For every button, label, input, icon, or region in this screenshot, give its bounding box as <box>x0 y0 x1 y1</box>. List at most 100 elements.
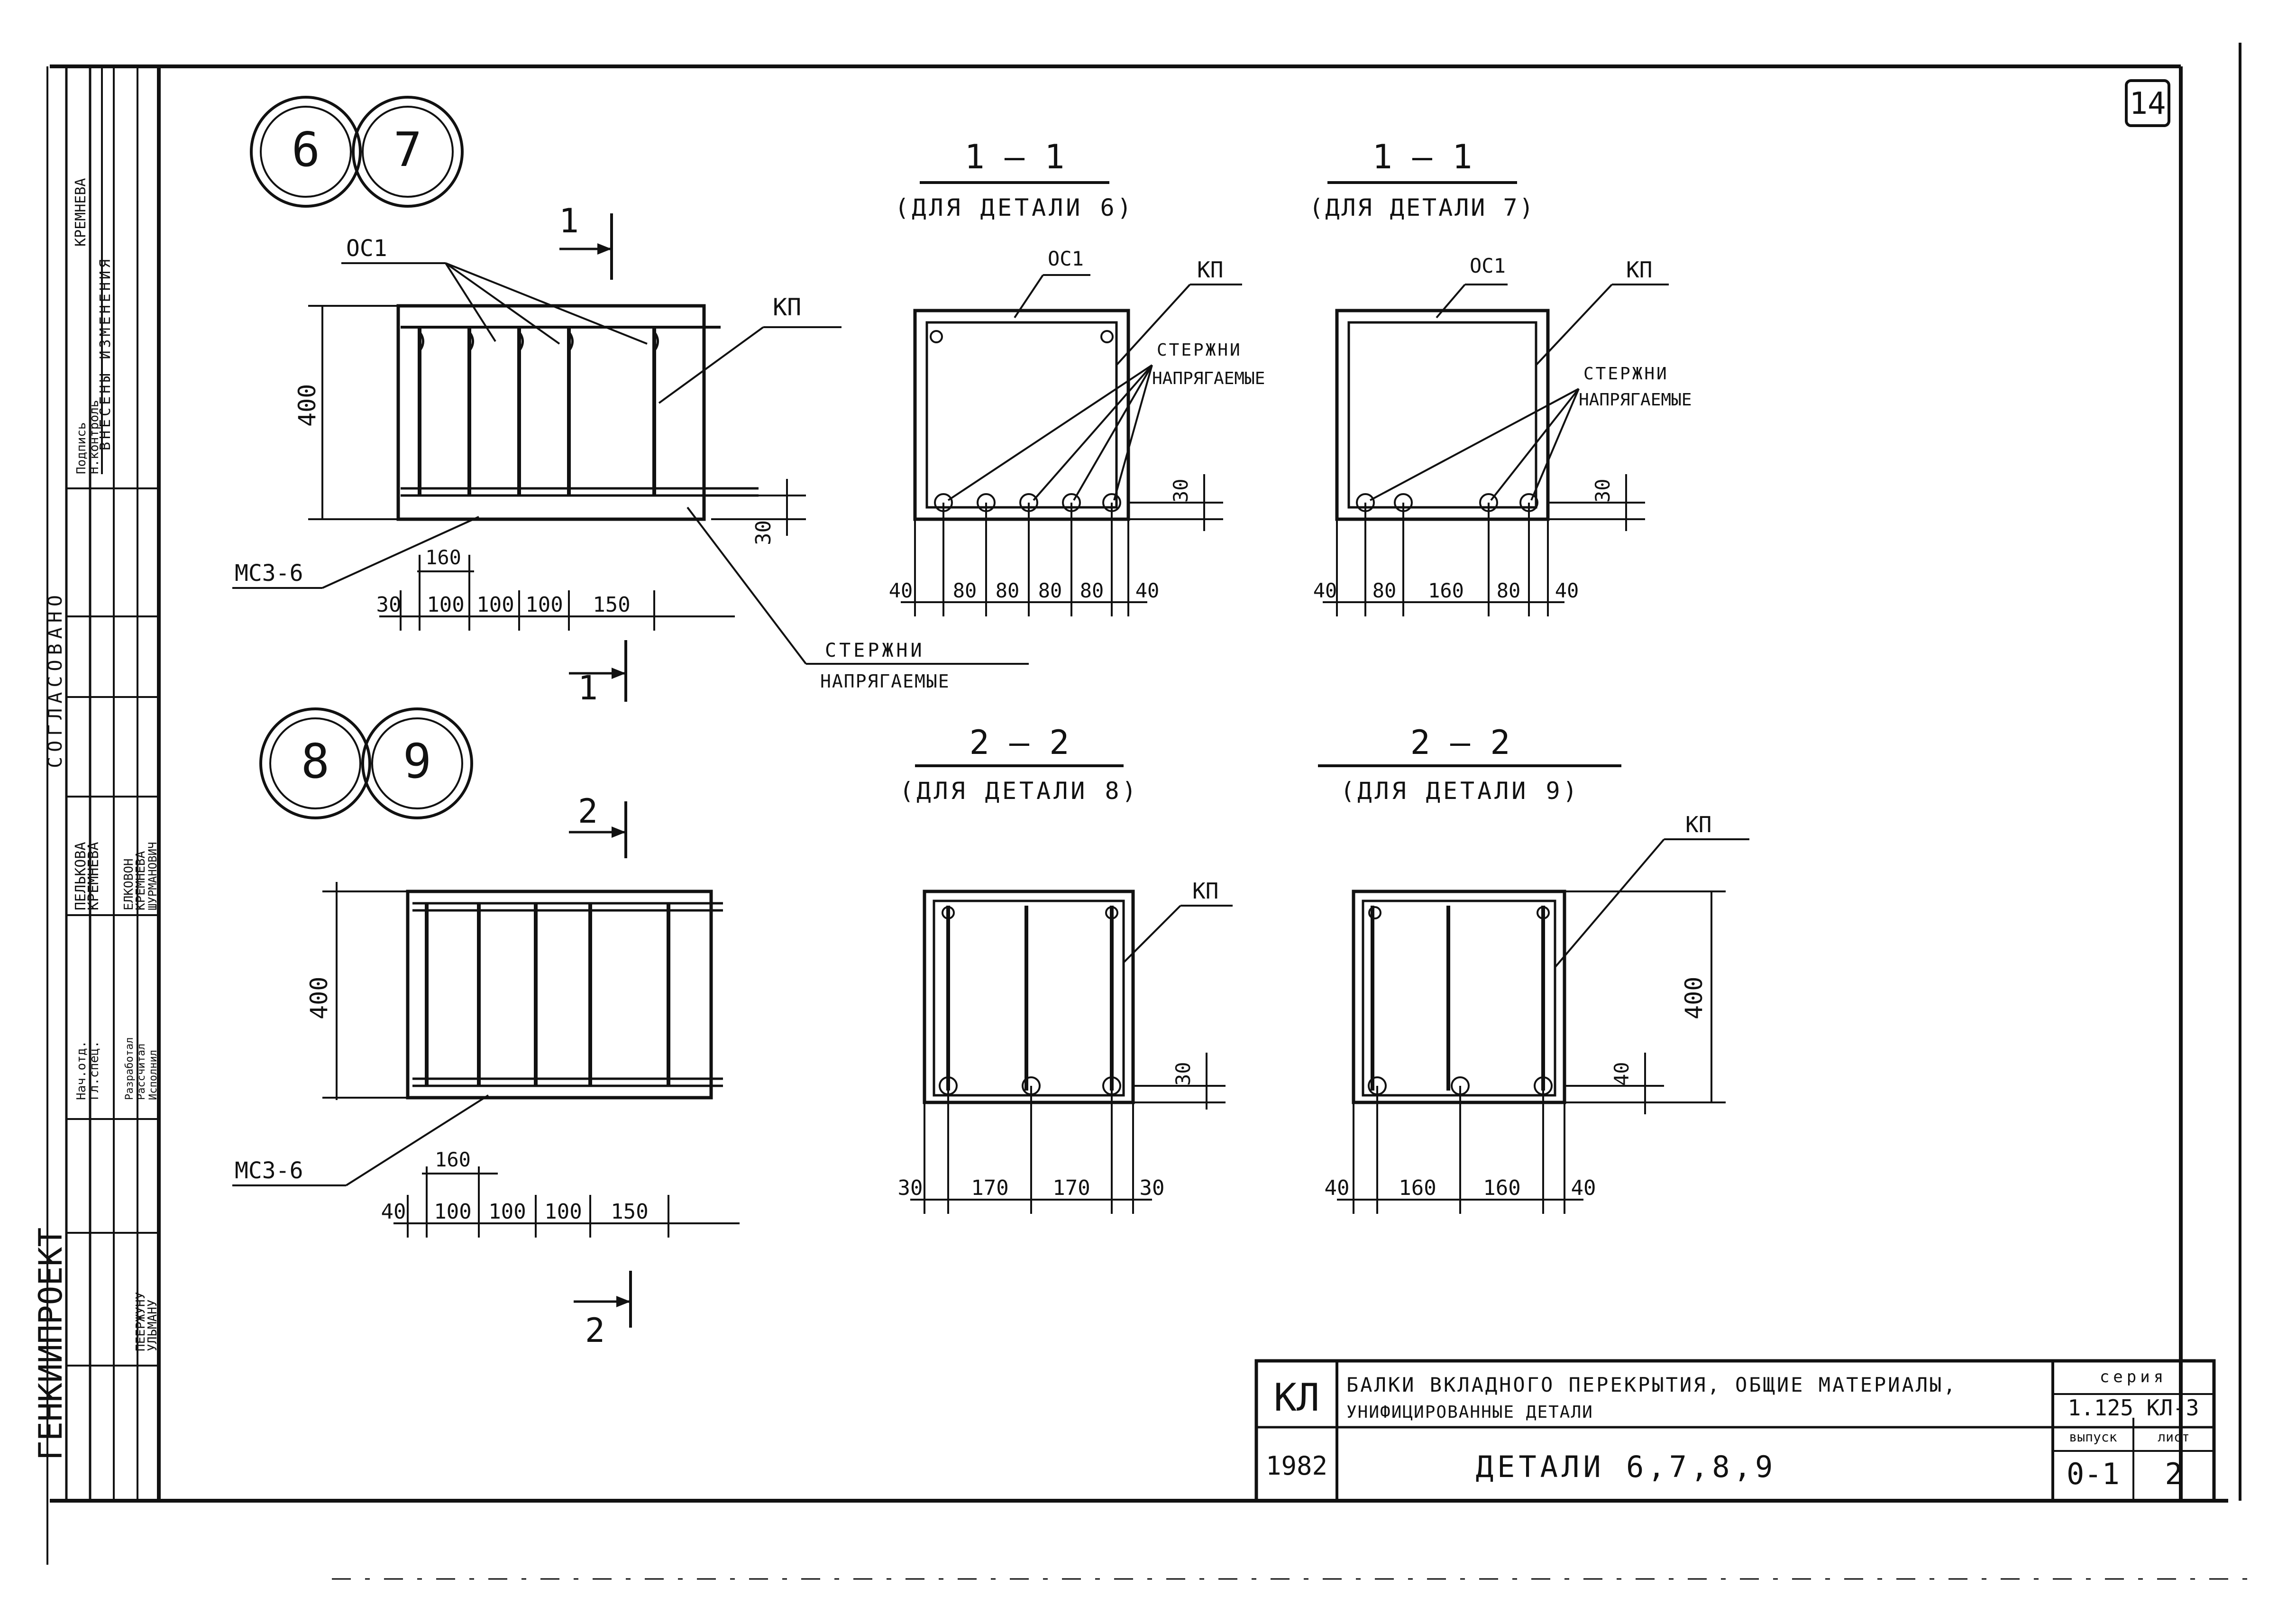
title-series-value: 1.125 КЛ-3 <box>2068 1395 2199 1421</box>
label-sterzhni-top: СТЕРЖНИ <box>825 640 925 661</box>
stamp-top-4: ВНЕСЕНЫ ИЗМЕНЕНИЯ <box>97 257 114 450</box>
dim-30-s6: 30 <box>1169 478 1192 503</box>
dim-400-bottom: 400 <box>305 977 333 1019</box>
title-desc-1: БАЛКИ ВКЛАДНОГО ПЕРЕКРЫТИЯ, ОБЩИЕ МАТЕРИ… <box>1346 1373 1958 1396</box>
label-kp-s7: КП <box>1626 257 1652 283</box>
dim-100-b-top: 100 <box>476 593 514 617</box>
label-kp-s9: КП <box>1685 812 1711 837</box>
label-kp-top: КП <box>773 294 801 321</box>
stamp-name-mid-2: ШУРМАНОВИЧ <box>146 842 159 911</box>
dim-30-s7: 30 <box>1591 478 1614 503</box>
dim-80-a-s6: 80 <box>953 579 977 602</box>
circle-label-8: 8 <box>301 734 329 789</box>
dim-100-c-bottom: 100 <box>544 1200 582 1224</box>
dim-80-b-s7: 80 <box>1497 579 1521 602</box>
title-sheet-label: лист <box>2158 1429 2189 1445</box>
label-sterzhni-s7: СТЕРЖНИ <box>1583 364 1669 384</box>
stamp-name-top-0: ПЕЛЬКОВА <box>73 842 89 911</box>
stamp-name-bottom-1: УЛЬМАНУ <box>146 1299 160 1351</box>
label-mc36-bottom: МС3-6 <box>235 1157 303 1184</box>
title-year: 1982 <box>1266 1451 1327 1481</box>
label-kp-s8: КП <box>1192 878 1218 904</box>
dim-100-a-bottom: 100 <box>434 1200 471 1224</box>
dim-40-s9: 40 <box>1610 1062 1633 1086</box>
dim-400-top: 400 <box>293 384 321 427</box>
label-kp-s6: КП <box>1197 257 1223 283</box>
title-issue-value: 0-1 <box>2067 1457 2120 1491</box>
dim-160-s7: 160 <box>1428 579 1464 602</box>
dim-40-b-s7: 40 <box>1555 579 1579 602</box>
dim-160-bottom: 160 <box>435 1148 471 1171</box>
dim-40-a-s6: 40 <box>889 579 913 602</box>
label-napryag-s7: НАПРЯГАЕМЫЕ <box>1579 390 1692 410</box>
dim-160-b-s9: 160 <box>1483 1176 1520 1200</box>
title-series-label: серия <box>2100 1367 2167 1386</box>
section-1-1-b-title: 1 — 1 <box>1372 138 1473 176</box>
title-detail: ДЕТАЛИ 6,7,8,9 <box>1476 1450 1777 1484</box>
dim-40-a-s7: 40 <box>1313 579 1337 602</box>
dim-30-top: 30 <box>751 520 776 545</box>
label-napryag-top: НАПРЯГАЕМЫЕ <box>820 671 950 692</box>
dim-80-c-s6: 80 <box>1038 579 1062 602</box>
stamp-block: ГЕНКИИПРОЕКТ СОГЛАСОВАНО Нач.отд. Гл.спе… <box>32 66 160 1501</box>
stamp-left-3: Разработал <box>124 1037 136 1100</box>
dim-30-b-s8: 30 <box>1140 1176 1165 1200</box>
stamp-agreed: СОГЛАСОВАНО <box>45 590 66 768</box>
sheet-number-text: 14 <box>2129 86 2166 121</box>
dim-170-b-s8: 170 <box>1052 1176 1090 1200</box>
section-2-2-detail-9: 2 — 2 (ДЛЯ ДЕТАЛИ 9) КП 400 40 40 160 16… <box>1318 723 1749 1214</box>
stamp-name-bottom-0: ПЕЕРЖУНУ <box>134 1292 148 1351</box>
label-napryag-s6: НАПРЯГАЕМЫЕ <box>1152 369 1265 388</box>
sheet-number: 14 <box>2125 79 2170 127</box>
circle-label-9: 9 <box>403 734 431 789</box>
section-1-1-a-title: 1 — 1 <box>965 138 1065 176</box>
section-1-1-a-sub: (ДЛЯ ДЕТАЛИ 6) <box>895 194 1134 221</box>
circle-pair-8-9: 8 9 <box>259 707 473 819</box>
dim-100-b-bottom: 100 <box>488 1200 526 1224</box>
section-1-1-detail-6: 1 — 1 (ДЛЯ ДЕТАЛИ 6) ОС1 КП СТЕРЖНИ НАПР… <box>889 138 1265 616</box>
dim-100-a-top: 100 <box>427 593 464 617</box>
dim-150-bottom: 150 <box>611 1200 648 1224</box>
circle-pair-6-7: 6 7 <box>250 96 464 208</box>
stamp-org: ГЕНКИИПРОЕКТ <box>32 1228 70 1460</box>
stamp-name-mid-1: КРЕМНЕВА <box>134 851 148 910</box>
dim-400-s9: 400 <box>1680 977 1708 1019</box>
stamp-top-1: Подпись <box>74 422 89 474</box>
dim-100-c-top: 100 <box>525 593 563 617</box>
stamp-left-0: Нач.отд. <box>74 1041 89 1100</box>
cut-1-bottom: 1 <box>578 669 598 707</box>
cut-1-top: 1 <box>559 202 579 240</box>
dim-40-b-s9: 40 <box>1571 1176 1596 1200</box>
dim-80-d-s6: 80 <box>1080 579 1104 602</box>
title-sheet-value: 2 <box>2165 1457 2182 1491</box>
label-oc1-s6: ОС1 <box>1048 247 1084 270</box>
dim-150-top: 150 <box>593 593 630 617</box>
section-2-2-b-sub: (ДЛЯ ДЕТАЛИ 9) <box>1340 777 1580 805</box>
section-1-1-b-sub: (ДЛЯ ДЕТАЛИ 7) <box>1309 194 1535 221</box>
dim-40-a-s9: 40 <box>1325 1176 1350 1200</box>
dim-40-chain-bottom: 40 <box>381 1200 406 1224</box>
section-2-2-a-sub: (ДЛЯ ДЕТАЛИ 8) <box>899 777 1139 805</box>
stamp-left-5: Исполнил <box>147 1050 159 1100</box>
beam-elevation-top: 400 30 160 30 100 100 100 150 1 1 <box>232 202 1029 707</box>
section-1-1-detail-7: 1 — 1 (ДЛЯ ДЕТАЛИ 7) ОС1 КП СТЕРЖНИ НАПР… <box>1309 138 1692 616</box>
circle-label-7: 7 <box>393 122 422 177</box>
title-block: КЛ 1982 БАЛКИ ВКЛАДНОГО ПЕРЕКРЫТИЯ, ОБЩИ… <box>1254 1359 2216 1503</box>
dim-30-chain-top: 30 <box>376 593 402 617</box>
dim-80-b-s6: 80 <box>996 579 1020 602</box>
stamp-name-top-1: КРЕМНЕВА <box>85 842 102 911</box>
title-code: КЛ <box>1274 1376 1319 1420</box>
stamp-top-3: КРЕМНЕВА <box>73 178 89 247</box>
label-sterzhni-s6: СТЕРЖНИ <box>1157 340 1242 360</box>
beam-elevation-bottom: 400 160 40 100 100 100 150 2 2 МС3-6 <box>232 792 740 1350</box>
dim-160-top: 160 <box>425 546 461 569</box>
stamp-name-mid-0: ЕЛКОВОН <box>122 858 136 910</box>
stamp-left-4: Рассчитал <box>136 1044 147 1100</box>
section-2-2-detail-8: 2 — 2 (ДЛЯ ДЕТАЛИ 8) КП 30 30 170 170 30 <box>898 723 1233 1214</box>
stamp-left-1: Гл.спец. <box>87 1041 101 1100</box>
dim-30-a-s8: 30 <box>898 1176 923 1200</box>
dim-160-a-s9: 160 <box>1399 1176 1436 1200</box>
stamp-top-2: Н.контроль <box>87 400 101 474</box>
dim-170-a-s8: 170 <box>971 1176 1008 1200</box>
